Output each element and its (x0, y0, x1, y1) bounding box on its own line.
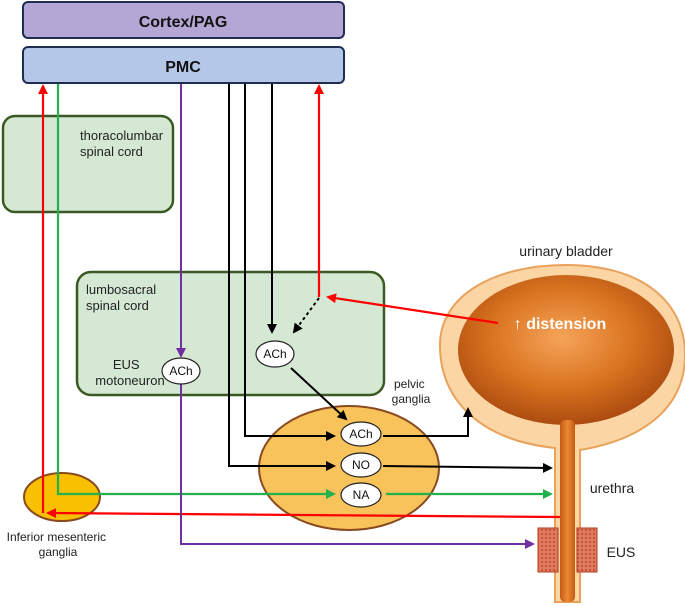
na-pelvic-label: NA (353, 488, 370, 502)
thoracolumbar-line-1: thoracolumbar (80, 128, 164, 143)
pmc-box (22, 46, 345, 84)
red-urethra-to-img (46, 508, 561, 519)
black-ach-spinal-to-ach-pelvic (290, 367, 348, 421)
pelvic-ganglia-line-2: ganglia (392, 392, 431, 406)
cortex-pag-box (22, 1, 345, 39)
inferior-mesenteric-label: Inferior mesenteric ganglia (7, 530, 110, 559)
pelvic-ganglia-line-1: pelvic (394, 377, 425, 391)
lumbosacral-box (75, 270, 386, 397)
black-pmc-to-ach-pelvic (244, 84, 336, 441)
eus-motoneuron-line-1: EUS (113, 357, 140, 372)
eus-right-muscle (576, 527, 598, 573)
pelvic-ganglia-label: pelvic ganglia (392, 377, 431, 406)
ach-lumbosacral-label: ACh (263, 347, 286, 361)
purple-motoneuron-to-eus (180, 384, 535, 549)
inferior-mesenteric-line-2: ganglia (39, 545, 78, 559)
inferior-mesenteric-line-1: Inferior mesenteric (7, 530, 106, 544)
ach-eus-label: ACh (169, 364, 192, 378)
ach-pelvic-node (340, 421, 382, 447)
urinary-bladder-title: urinary bladder (519, 243, 613, 259)
no-pelvic-node (340, 452, 382, 478)
ach-lumbosacral-node (255, 340, 295, 368)
eus-motoneuron-label: EUS motoneuron (95, 357, 164, 388)
red-afferent-to-spinal (326, 293, 499, 325)
thoracolumbar-box (1, 114, 175, 214)
distension-label: ↑ distension (514, 316, 606, 333)
no-pelvic-label: NO (352, 458, 370, 472)
lumbosacral-label: lumbosacral spinal cord (86, 282, 160, 313)
bladder-lumen (458, 275, 674, 425)
green-descending-sympathetic (56, 84, 336, 499)
ach-pelvic-label: ACh (349, 427, 372, 441)
urethra-tube (560, 420, 575, 602)
black-pmc-to-no (228, 84, 336, 471)
black-ach-pelvic-to-bladder (383, 407, 473, 437)
eus-motoneuron-line-2: motoneuron (95, 373, 164, 388)
black-no-to-urethra (382, 462, 553, 473)
lumbosacral-line-1: lumbosacral (86, 282, 156, 297)
lumbosacral-line-2: spinal cord (86, 298, 149, 313)
na-pelvic-node (340, 482, 382, 508)
urethra-label: urethra (590, 480, 635, 496)
dotted-interneuron-link (292, 297, 320, 334)
pmc-label: PMC (165, 59, 201, 76)
cortex-pag-label: Cortex/PAG (139, 14, 228, 31)
eus-label: EUS (607, 544, 636, 560)
thoracolumbar-label: thoracolumbar spinal cord (80, 128, 167, 159)
ach-eus-node (161, 357, 201, 385)
eus-left-muscle (537, 527, 559, 573)
thoracolumbar-line-2: spinal cord (80, 144, 143, 159)
